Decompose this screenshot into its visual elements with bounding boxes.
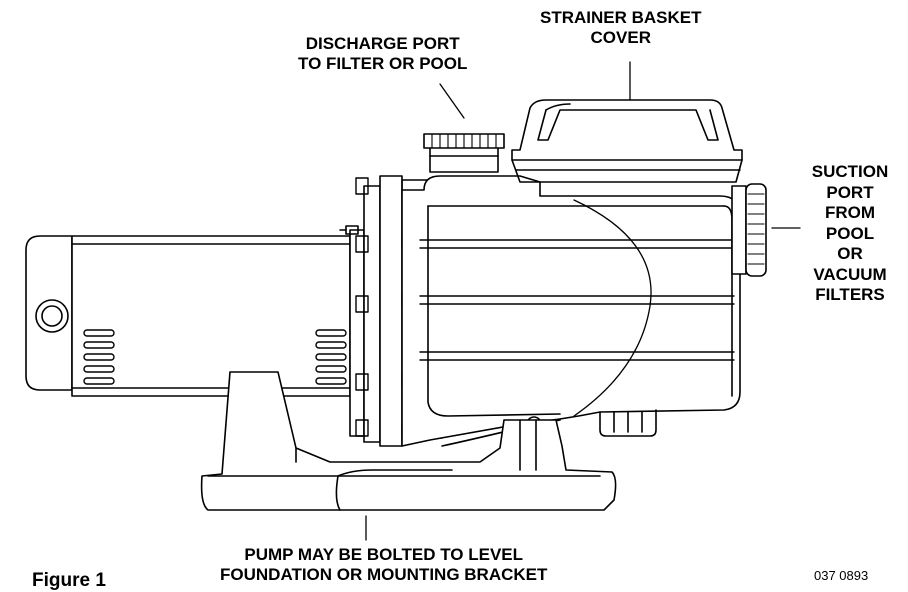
label-discharge-port: DISCHARGE PORT TO FILTER OR POOL — [298, 34, 467, 74]
label-strainer-line-1: STRAINER BASKET — [540, 8, 702, 27]
label-suction-line-2: PORT — [826, 182, 874, 202]
pump-housing — [402, 176, 740, 446]
motor-flange — [350, 230, 364, 436]
label-suction-line-1: SUCTION — [811, 162, 889, 181]
basket-curve — [574, 200, 651, 416]
leader-lines — [366, 62, 800, 540]
label-suction-line-5: OR — [837, 244, 863, 263]
label-suction-line-4: POOL — [825, 223, 875, 243]
motor-vents-right — [316, 330, 346, 384]
pump-base — [202, 372, 616, 510]
motor — [26, 226, 364, 436]
suction-port — [732, 184, 766, 276]
label-strainer-cover: STRAINER BASKET COVER — [540, 8, 702, 48]
motor-end-bell — [26, 236, 72, 390]
label-suction-port: SUCTION PORT FROM POOL OR VACUUM FILTERS — [800, 162, 900, 306]
motor-end-port — [36, 300, 68, 332]
figure-label: Figure 1 — [32, 570, 106, 591]
label-suction-line-3: FROM — [824, 203, 876, 222]
strainer-cover — [512, 100, 742, 182]
drawing-code: 037 0893 — [814, 568, 869, 583]
label-discharge-line-2: TO FILTER OR POOL — [298, 54, 468, 73]
housing-ribs — [420, 240, 734, 360]
label-mounting: PUMP MAY BE BOLTED TO LEVEL FOUNDATION O… — [220, 545, 547, 585]
motor-body — [72, 236, 350, 396]
label-mount-line-1: PUMP MAY BE BOLTED TO LEVEL — [244, 545, 524, 564]
discharge-port — [424, 134, 504, 172]
label-suction-line-7: FILTERS — [815, 285, 885, 304]
label-discharge-line-1: DISCHARGE PORT — [305, 34, 460, 53]
label-strainer-line-2: COVER — [590, 28, 651, 47]
label-suction-line-6: VACUUM — [813, 264, 887, 284]
label-mount-line-2: FOUNDATION OR MOUNTING BRACKET — [220, 565, 548, 584]
leader-discharge — [440, 84, 464, 118]
motor-vents-left — [84, 330, 114, 384]
